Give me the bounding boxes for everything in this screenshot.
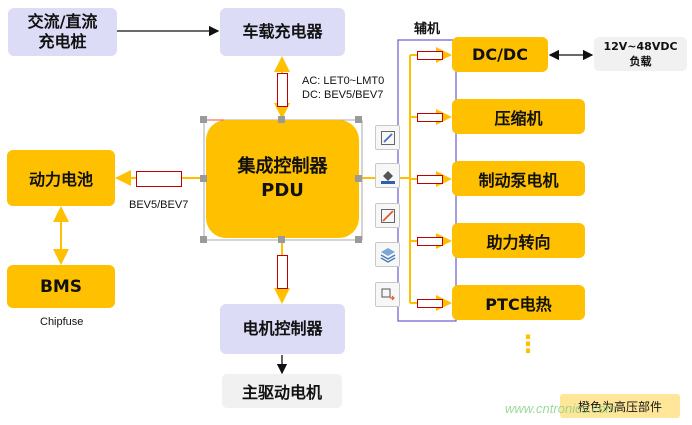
charging-station-node[interactable]: 交流/直流 充电桩: [8, 8, 117, 56]
fill-icon[interactable]: [375, 163, 400, 188]
aux-label: 辅机: [414, 21, 441, 36]
charger-fuse: [277, 73, 288, 107]
line-color-icon[interactable]: [375, 203, 400, 228]
brake-pump-node[interactable]: 制动泵电机: [452, 161, 585, 196]
ac-fuse-label: AC: LET0~LMT0: [302, 75, 385, 87]
legend-note: 橙色为高压部件: [560, 394, 680, 418]
battery-node[interactable]: 动力电池: [7, 150, 115, 206]
watermark: www.cntronics.com: [505, 401, 617, 416]
steering-fuse: [417, 237, 443, 246]
text-replace-icon[interactable]: [375, 282, 400, 307]
pdu-node[interactable]: 集成控制器 PDU: [206, 120, 359, 238]
selection-handle[interactable]: [278, 236, 285, 243]
bms-node[interactable]: BMS: [7, 265, 115, 308]
selection-handle[interactable]: [200, 116, 207, 123]
ptc-heater-node[interactable]: PTC电热: [452, 285, 585, 320]
dcdc-fuse: [417, 51, 443, 60]
dcdc-node[interactable]: DC/DC: [452, 37, 548, 72]
compressor-node[interactable]: 压缩机: [452, 99, 585, 134]
compressor-fuse: [417, 113, 443, 122]
chipfuse-label: Chipfuse: [40, 316, 84, 328]
selection-handle[interactable]: [355, 116, 362, 123]
brake-pump-fuse: [417, 175, 443, 184]
selection-handle[interactable]: [200, 175, 207, 182]
battery-fuse: [136, 171, 182, 187]
ptc-fuse: [417, 299, 443, 308]
power-steering-node[interactable]: 助力转向: [452, 223, 585, 258]
edit-icon[interactable]: [375, 125, 400, 150]
battery-fuse-label: BEV5/BEV7: [129, 199, 189, 211]
more-items-indicator: ⋮: [516, 331, 540, 358]
dc-fuse-label: DC: BEV5/BEV7: [302, 89, 384, 101]
motor-controller-node[interactable]: 电机控制器: [220, 304, 345, 354]
selection-handle[interactable]: [278, 116, 285, 123]
motor-fuse: [277, 255, 288, 289]
layers-icon[interactable]: [375, 242, 400, 267]
main-motor-node[interactable]: 主驱动电机: [222, 374, 342, 408]
selection-handle[interactable]: [355, 236, 362, 243]
selection-handle[interactable]: [200, 236, 207, 243]
load-node[interactable]: 12V~48VDC 负载: [594, 37, 687, 71]
onboard-charger-node[interactable]: 车载充电器: [220, 8, 345, 56]
selection-handle[interactable]: [355, 175, 362, 182]
